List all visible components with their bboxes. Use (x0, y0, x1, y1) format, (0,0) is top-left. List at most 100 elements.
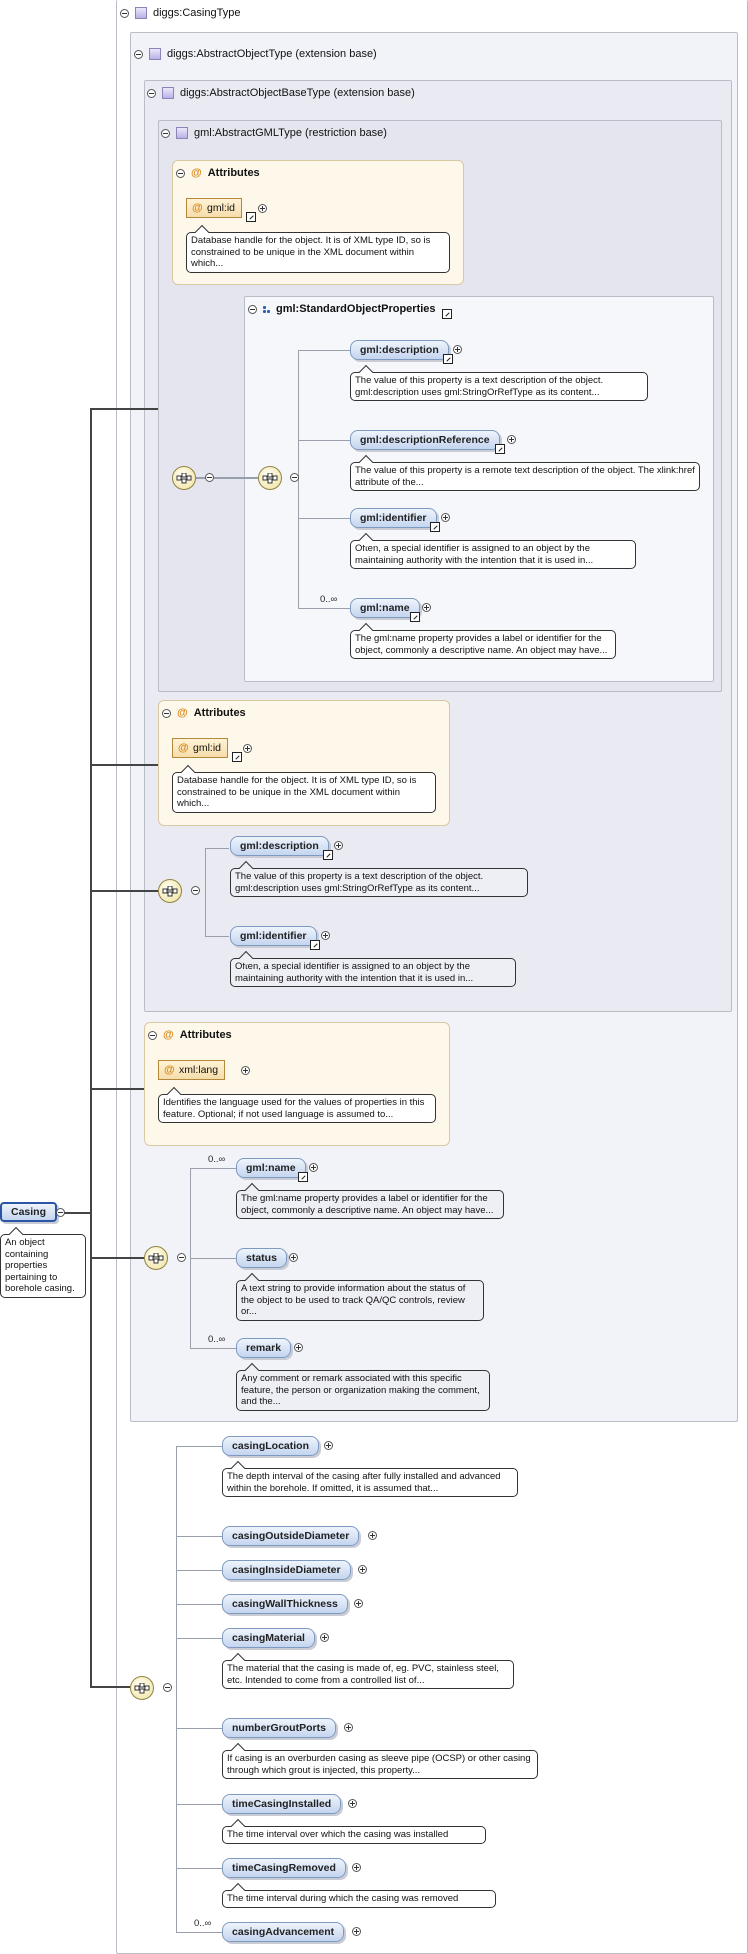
expand-icon[interactable] (358, 1565, 367, 1574)
element-doc: An object containing properties pertaini… (0, 1234, 86, 1298)
expand-icon[interactable] (354, 1599, 363, 1608)
element-time-casing-removed[interactable]: timeCasingRemoved (222, 1858, 346, 1878)
element-status[interactable]: status (236, 1248, 287, 1268)
sequence-compositor-icon[interactable] (258, 466, 282, 490)
attribute-gml-id[interactable]: @ gml:id (172, 738, 229, 758)
cardinality-label: 0..∞ (208, 1334, 226, 1345)
element-gml-name[interactable]: gml:name (236, 1158, 306, 1178)
connector (176, 1932, 222, 1933)
collapse-icon[interactable] (161, 128, 170, 138)
collapse-icon[interactable] (56, 1208, 65, 1217)
element-remark[interactable]: remark (236, 1338, 292, 1358)
connector (176, 1446, 177, 1932)
connector (176, 1804, 222, 1805)
collapse-icon[interactable] (177, 1253, 186, 1262)
reference-icon (310, 940, 320, 950)
attribute-gml-id[interactable]: @ gml:id (186, 198, 243, 218)
attribute-xml-lang[interactable]: @ xml:lang (158, 1060, 226, 1080)
sequence-compositor-icon[interactable] (172, 466, 196, 490)
expand-icon[interactable] (441, 513, 450, 522)
collapse-icon[interactable] (148, 1030, 157, 1040)
expand-icon[interactable] (309, 1163, 318, 1172)
element-casing-advancement[interactable]: casingAdvancement (222, 1922, 345, 1942)
sequence-compositor-icon[interactable] (158, 879, 182, 903)
expand-icon[interactable] (352, 1863, 361, 1872)
expand-icon[interactable] (344, 1723, 353, 1732)
collapse-icon[interactable] (134, 49, 143, 59)
expand-icon[interactable] (368, 1531, 377, 1540)
collapse-icon[interactable] (191, 886, 200, 895)
element-casing-inside-diameter[interactable]: casingInsideDiameter (222, 1560, 351, 1580)
sequence-compositor-icon[interactable] (144, 1246, 168, 1270)
collapse-icon[interactable] (162, 708, 171, 718)
attributes-label: Attributes (179, 1029, 232, 1041)
element-casing-wall-thickness[interactable]: casingWallThickness (222, 1594, 348, 1614)
element-gml-description[interactable]: gml:description (230, 836, 329, 856)
connector (298, 608, 350, 609)
collapse-icon[interactable] (176, 168, 185, 178)
expand-icon[interactable] (294, 1343, 303, 1352)
expand-icon[interactable] (334, 841, 343, 850)
element-casing[interactable]: Casing (0, 1202, 58, 1222)
expand-icon[interactable] (241, 1066, 250, 1075)
element-gml-name[interactable]: gml:name (350, 598, 420, 618)
standard-object-properties-header: gml:StandardObjectProperties (248, 303, 452, 319)
connector (190, 1168, 236, 1169)
expand-icon[interactable] (348, 1799, 357, 1808)
collapse-icon[interactable] (147, 88, 156, 98)
object-attributes-box (144, 1022, 450, 1146)
element-gml-identifier[interactable]: gml:identifier (350, 508, 437, 528)
element-casing-outside-diameter[interactable]: casingOutsideDiameter (222, 1526, 360, 1546)
element-time-casing-installed[interactable]: timeCasingInstalled (222, 1794, 342, 1814)
collapse-icon[interactable] (120, 8, 129, 18)
element-doc: The time interval over which the casing … (222, 1826, 486, 1844)
casing-type-header: diggs:CasingType (120, 7, 240, 19)
expand-icon[interactable] (352, 1927, 361, 1936)
collapse-icon[interactable] (290, 473, 299, 482)
collapse-icon[interactable] (205, 473, 214, 482)
expand-icon[interactable] (320, 1633, 329, 1642)
casing-type-title: diggs:CasingType (153, 7, 241, 19)
expand-icon[interactable] (507, 435, 516, 444)
reference-icon (443, 354, 453, 364)
expand-icon[interactable] (289, 1253, 298, 1262)
element-number-grout-ports[interactable]: numberGroutPorts (222, 1718, 336, 1738)
object-attributes-header: @ Attributes (148, 1029, 232, 1041)
element-gml-description[interactable]: gml:description (350, 340, 449, 360)
expand-icon[interactable] (324, 1441, 333, 1450)
attribute-doc: Database handle for the object. It is of… (172, 772, 436, 813)
expand-icon[interactable] (453, 345, 462, 354)
connector (205, 848, 229, 849)
expand-icon[interactable] (321, 931, 330, 940)
element-doc: Often, a special identifier is assigned … (350, 540, 636, 569)
connector (176, 1728, 222, 1729)
gml-attributes-header: @ Attributes (176, 167, 260, 179)
complex-type-icon (149, 48, 161, 60)
element-gml-description-reference[interactable]: gml:descriptionReference (350, 430, 500, 450)
connector (176, 1446, 222, 1447)
sequence-compositor-icon[interactable] (130, 1676, 154, 1700)
attribute-icon: @ (164, 1064, 175, 1076)
element-doc: Often, a special identifier is assigned … (230, 958, 516, 987)
connector (90, 408, 158, 410)
reference-icon (246, 212, 256, 222)
connector (196, 477, 258, 479)
connector (90, 1088, 144, 1090)
element-casing-material[interactable]: casingMaterial (222, 1628, 315, 1648)
expand-icon[interactable] (243, 744, 252, 753)
expand-icon[interactable] (422, 603, 431, 612)
element-casing-location[interactable]: casingLocation (222, 1436, 320, 1456)
reference-icon (298, 1172, 308, 1182)
connector (90, 890, 158, 892)
element-doc: Any comment or remark associated with th… (236, 1370, 490, 1411)
connector (90, 764, 158, 766)
collapse-icon[interactable] (163, 1683, 172, 1692)
collapse-icon[interactable] (248, 304, 257, 314)
connector (298, 518, 350, 519)
cardinality-label: 0..∞ (208, 1154, 226, 1165)
cardinality-label: 0..∞ (194, 1918, 212, 1929)
connector (90, 408, 92, 1686)
expand-icon[interactable] (258, 204, 267, 213)
element-doc: The gml:name property provides a label o… (350, 630, 616, 659)
element-gml-identifier[interactable]: gml:identifier (230, 926, 317, 946)
